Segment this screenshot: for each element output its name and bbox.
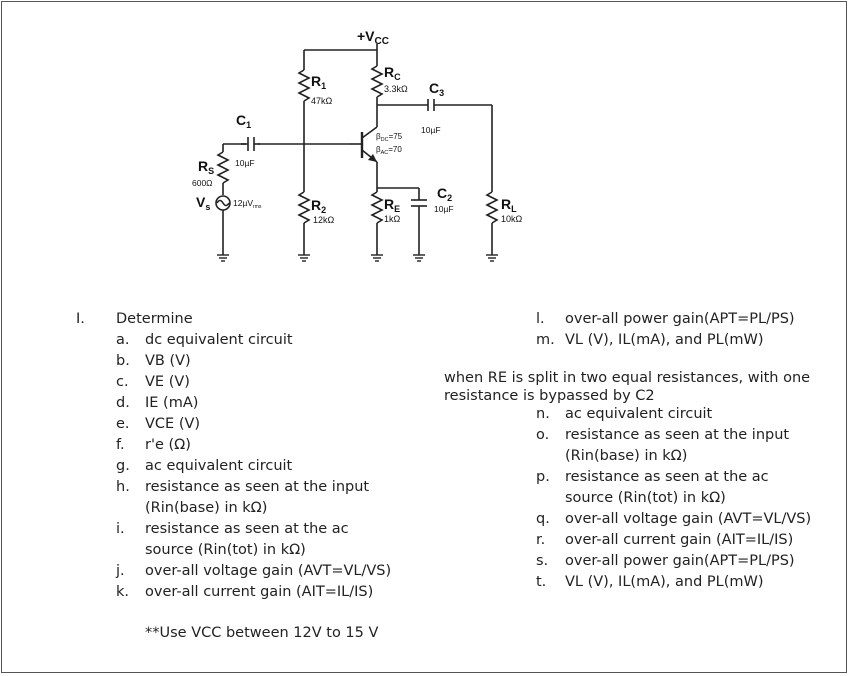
vs-label: Vs	[196, 194, 210, 212]
r2-label: R2	[311, 197, 326, 215]
question-text: ac equivalent circuit	[145, 458, 293, 474]
vs-value: 12µVrms	[233, 198, 262, 210]
question-text: resistance as seen at the input	[565, 427, 790, 443]
question-text: over-all current gain (AIT=IL/IS)	[145, 584, 374, 600]
question-text: resistance as seen at the input	[145, 479, 370, 495]
question-text-continuation: (Rin(base) in kΩ)	[565, 448, 688, 464]
question-letter: o.	[536, 427, 550, 443]
question-letter: e.	[116, 416, 130, 432]
question-letter: d.	[116, 395, 130, 411]
question-text: IE (mA)	[145, 395, 199, 411]
question-letter: m.	[536, 332, 555, 348]
rl-label: RL	[501, 196, 517, 214]
question-text: over-all current gain (AIT=IL/IS)	[565, 532, 794, 548]
question-letter: i.	[116, 521, 125, 537]
c1-label: C1	[236, 112, 251, 130]
re-value: 1kΩ	[384, 214, 401, 224]
question-text: over-all voltage gain (AVT=VL/VS)	[565, 511, 812, 527]
roman-numeral: I.	[76, 311, 85, 327]
r1-value: 47kΩ	[311, 96, 333, 106]
question-letter: l.	[536, 311, 545, 327]
question-letter: q.	[536, 511, 550, 527]
question-letter: n.	[536, 406, 550, 422]
question-text: resistance as seen at the ac	[565, 469, 769, 485]
circuit-diagram: +VCC R1 47kΩ RC 3.3kΩ C3 10µF C1 10µF βD…	[192, 28, 523, 262]
question-letter: j.	[116, 563, 125, 579]
r1-label: R1	[311, 73, 326, 91]
question-text: VCE (V)	[145, 416, 201, 432]
c3-value: 10µF	[421, 125, 441, 135]
c2-label: C2	[437, 185, 452, 203]
question-text: dc equivalent circuit	[145, 332, 293, 348]
question-text: r'e (Ω)	[145, 437, 191, 453]
question-text: VE (V)	[145, 374, 190, 390]
rs-resistor	[216, 151, 230, 184]
rc-resistor	[370, 65, 384, 98]
question-text: VL (V), IL(mA), and PL(mW)	[565, 332, 764, 348]
split-line-2: resistance is bypassed by C2	[444, 388, 655, 404]
rs-label: RS	[198, 158, 214, 176]
c3-label: C3	[429, 80, 444, 98]
rl-resistor	[485, 191, 499, 224]
rc-value: 3.3kΩ	[384, 84, 408, 94]
determine-heading: Determine	[116, 311, 193, 327]
question-text-continuation: source (Rin(tot) in kΩ)	[565, 490, 726, 506]
re-resistor	[370, 191, 384, 224]
ground-symbols	[217, 254, 498, 262]
split-line-1: when RE is split in two equal resistance…	[444, 370, 811, 386]
question-text: over-all voltage gain (AVT=VL/VS)	[145, 563, 392, 579]
emitter-arrow	[368, 154, 377, 162]
c2-value: 10µF	[434, 204, 454, 214]
rs-value: 600Ω	[192, 178, 213, 188]
question-text: VB (V)	[145, 353, 191, 369]
question-letter: g.	[116, 458, 130, 474]
re-label: RE	[384, 196, 400, 214]
question-letter: s.	[536, 553, 549, 569]
question-text-continuation: source (Rin(tot) in kΩ)	[145, 542, 306, 558]
c1-value: 10µF	[235, 158, 255, 168]
question-text-continuation: (Rin(base) in kΩ)	[145, 500, 268, 516]
r2-resistor	[297, 191, 311, 224]
question-letter: r.	[536, 532, 546, 548]
question-letter: a.	[116, 332, 130, 348]
question-text: resistance as seen at the ac	[145, 521, 349, 537]
rl-value: 10kΩ	[501, 214, 523, 224]
vcc-note: **Use VCC between 12V to 15 V	[145, 625, 379, 641]
r2-value: 12kΩ	[313, 215, 335, 225]
question-text: VL (V), IL(mA), and PL(mW)	[565, 574, 764, 590]
question-letter: c.	[116, 374, 129, 390]
beta-dc-label: βDC=75	[376, 132, 403, 143]
question-text: over-all power gain(APT=PL/PS)	[565, 553, 795, 569]
question-letter: k.	[116, 584, 130, 600]
question-text: ac equivalent circuit	[565, 406, 713, 422]
beta-ac-label: βAC=70	[376, 145, 402, 156]
rc-label: RC	[384, 64, 401, 82]
vcc-label: +VCC	[357, 28, 389, 47]
question-letter: b.	[116, 353, 130, 369]
question-letter: p.	[536, 469, 550, 485]
question-letter: h.	[116, 479, 130, 495]
question-letter: f.	[116, 437, 125, 453]
r1-resistor	[297, 69, 311, 102]
question-text: over-all power gain(APT=PL/PS)	[565, 311, 795, 327]
question-letter: t.	[536, 574, 547, 590]
